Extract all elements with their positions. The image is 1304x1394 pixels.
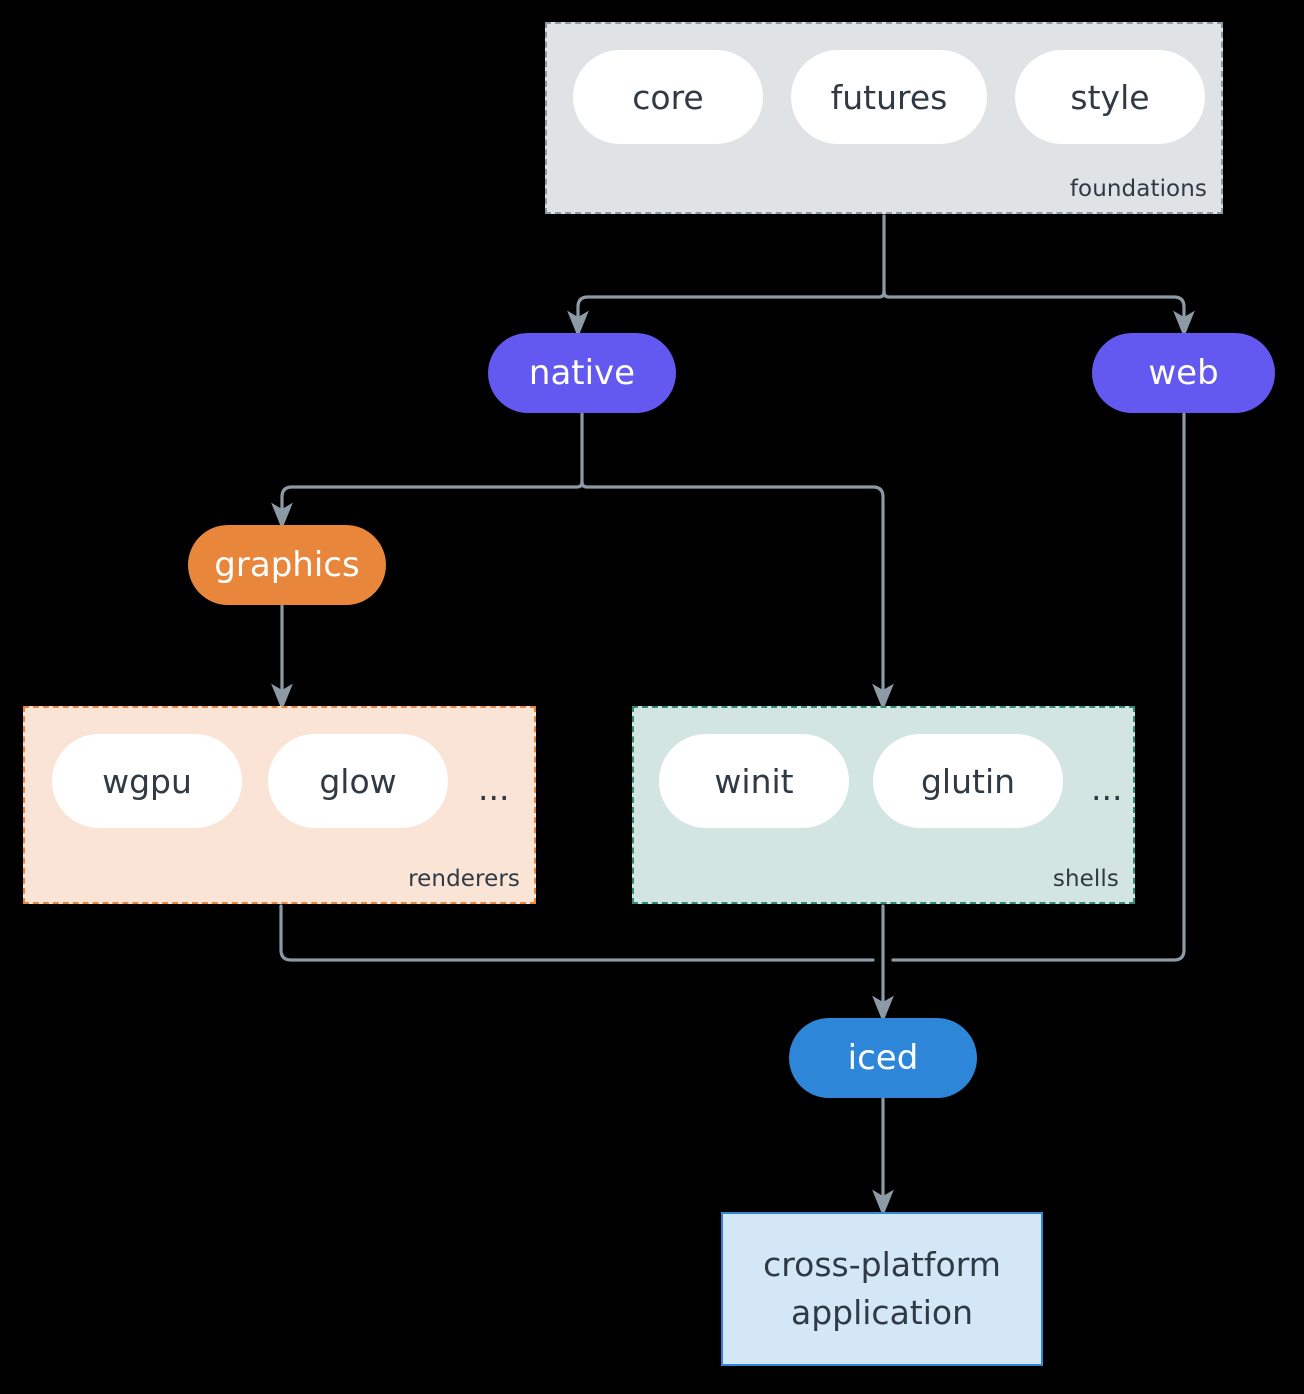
group-label-foundations: foundations [1069,176,1207,202]
group-label-shells: shells [1052,866,1119,892]
node-native-label: native [528,353,636,393]
group-shells: winit glutin ... shells [632,706,1135,904]
edge-foundations-native [567,290,886,338]
node-web[interactable]: web [1092,333,1275,413]
chip-core-label: core [632,77,704,117]
group-renderers: wgpu glow ... renderers [23,706,536,904]
node-iced-label: iced [847,1038,919,1078]
node-graphics-label: graphics [214,545,360,585]
node-native[interactable]: native [488,333,676,413]
chip-wgpu-label: wgpu [102,761,192,801]
chip-wgpu[interactable]: wgpu [52,734,242,828]
edge-renderers-iced [279,904,875,962]
chip-style-label: style [1070,77,1150,117]
node-web-label: web [1148,353,1219,393]
chip-glow-label: glow [319,761,397,801]
chip-style[interactable]: style [1015,50,1205,144]
node-graphics[interactable]: graphics [188,525,386,605]
edge-web-iced [891,412,1186,962]
node-cross-platform-application[interactable]: cross-platform application [721,1212,1043,1366]
chip-winit-label: winit [714,761,794,801]
chip-futures[interactable]: futures [791,50,987,144]
renderers-ellipsis: ... [478,768,510,808]
chip-glow[interactable]: glow [268,734,448,828]
group-label-renderers: renderers [408,866,520,892]
application-label-line2: application [790,1293,974,1332]
edge-native-shells [580,480,894,711]
node-iced[interactable]: iced [789,1018,977,1098]
chip-winit[interactable]: winit [659,734,849,828]
edge-foundations-web [882,290,1195,338]
shells-chip-list: winit glutin ... [659,734,1126,828]
shells-ellipsis: ... [1091,768,1123,808]
foundations-chip-list: core futures style [573,50,1205,144]
application-label-line1: cross-platform [763,1245,1001,1285]
group-foundations: core futures style foundations [545,22,1223,214]
chip-futures-label: futures [830,77,948,117]
chip-glutin-label: glutin [920,761,1016,801]
chip-glutin[interactable]: glutin [873,734,1063,828]
edge-native-graphics [271,480,584,530]
renderers-chip-list: wgpu glow ... [52,734,513,828]
chip-core[interactable]: core [573,50,763,144]
